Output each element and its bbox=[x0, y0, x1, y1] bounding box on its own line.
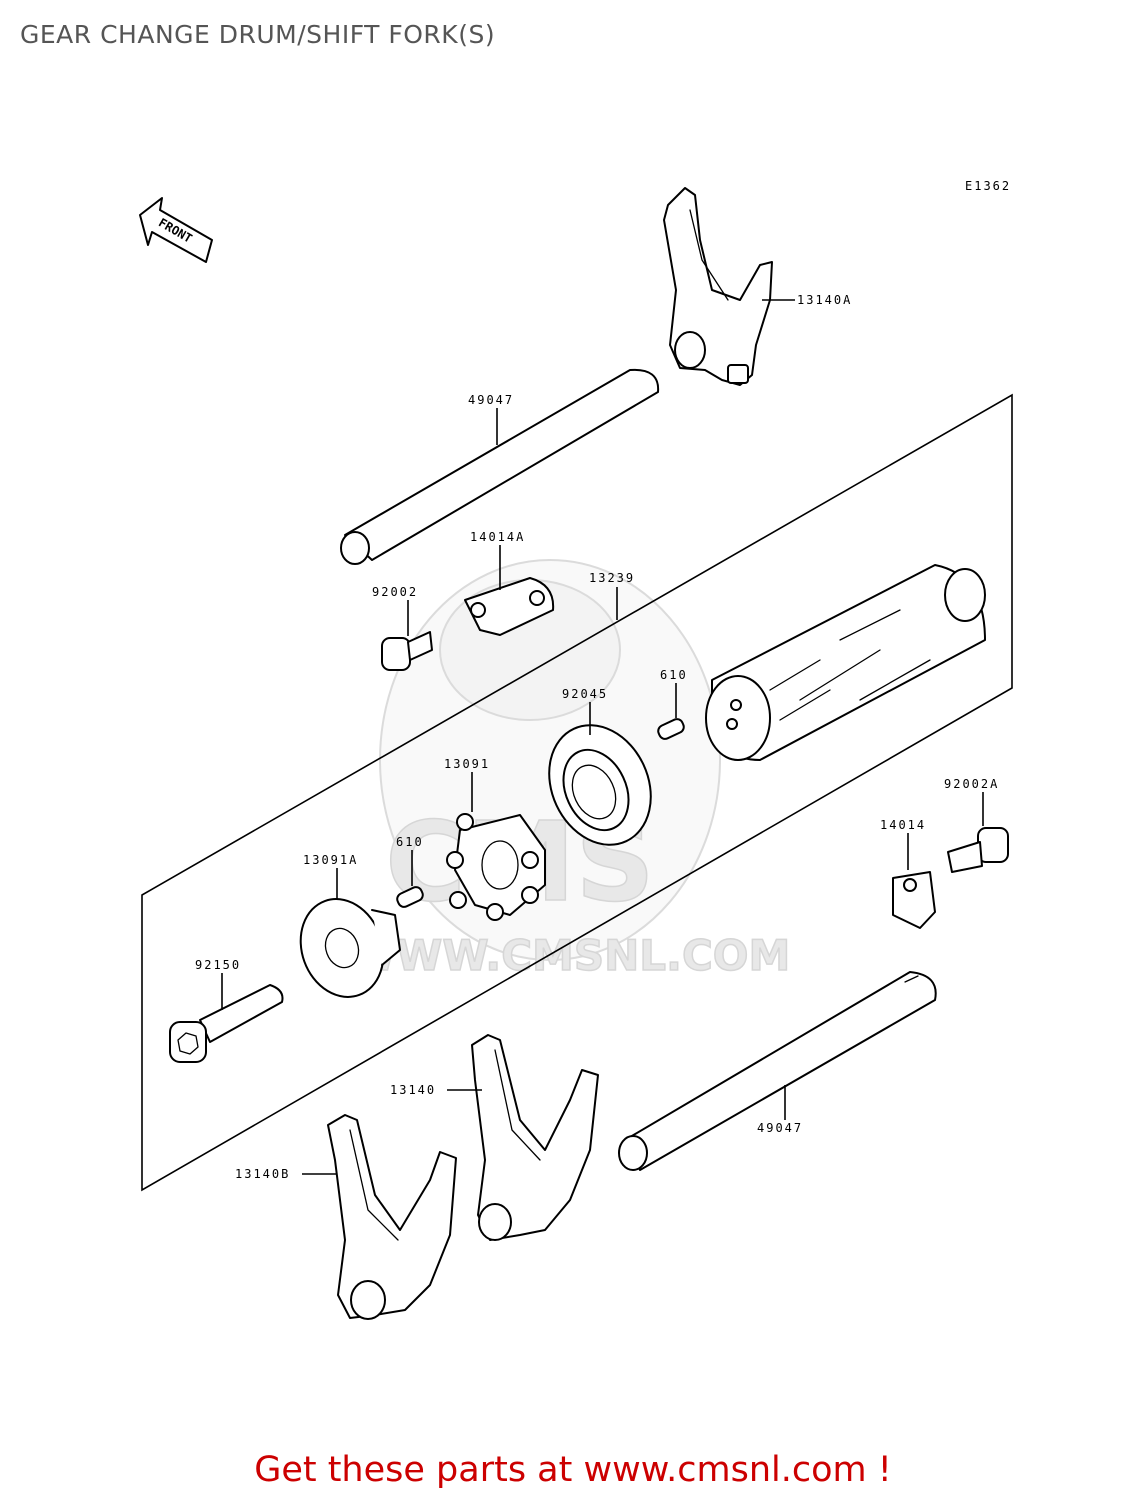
label-13239: 13239 bbox=[589, 571, 635, 585]
label-49047-lower: 49047 bbox=[757, 1121, 803, 1135]
label-92150: 92150 bbox=[195, 958, 241, 972]
stopper-14014a bbox=[464, 577, 555, 636]
shift-fork-13140b bbox=[327, 1114, 457, 1320]
label-13140a: 13140A bbox=[797, 293, 852, 307]
label-13091: 13091 bbox=[444, 757, 490, 771]
watermark-url-text: WWW.CMSNL.COM bbox=[350, 931, 791, 980]
shift-rod-lower bbox=[618, 971, 937, 1171]
bolt-92002a bbox=[947, 827, 1009, 873]
cam-13091a bbox=[299, 898, 401, 998]
label-13091a: 13091A bbox=[303, 853, 358, 867]
label-610-lower: 610 bbox=[396, 835, 424, 849]
label-92045: 92045 bbox=[562, 687, 608, 701]
assembly-boundary bbox=[141, 393, 1013, 1192]
label-13140b: 13140B bbox=[235, 1167, 290, 1181]
label-92002: 92002 bbox=[372, 585, 418, 599]
label-49047-upper: 49047 bbox=[468, 393, 514, 407]
label-13140: 13140 bbox=[390, 1083, 436, 1097]
bolt-92150 bbox=[169, 984, 284, 1063]
label-14014a: 14014A bbox=[470, 530, 525, 544]
shift-fork-13140 bbox=[471, 1034, 599, 1241]
footer-link[interactable]: Get these parts at www.cmsnl.com ! bbox=[254, 1450, 892, 1490]
label-14014: 14014 bbox=[880, 818, 926, 832]
bolt-92002 bbox=[381, 631, 433, 671]
shift-rod-upper bbox=[340, 368, 660, 565]
pin-610-lower bbox=[396, 886, 424, 908]
label-610-upper: 610 bbox=[660, 668, 688, 682]
diagram-code: E1362 bbox=[965, 179, 1011, 193]
label-92002a: 92002A bbox=[944, 777, 999, 791]
bearing-92045 bbox=[548, 724, 652, 846]
stopper-14014 bbox=[892, 871, 936, 929]
shift-fork-13140a bbox=[663, 187, 773, 386]
pin-plate-13091 bbox=[446, 813, 546, 921]
page-title: GEAR CHANGE DRUM/SHIFT FORK(S) bbox=[20, 20, 496, 49]
front-arrow-icon: FRONT bbox=[139, 197, 213, 263]
pin-610-upper bbox=[657, 718, 685, 740]
gear-change-drum-13239 bbox=[705, 564, 986, 761]
